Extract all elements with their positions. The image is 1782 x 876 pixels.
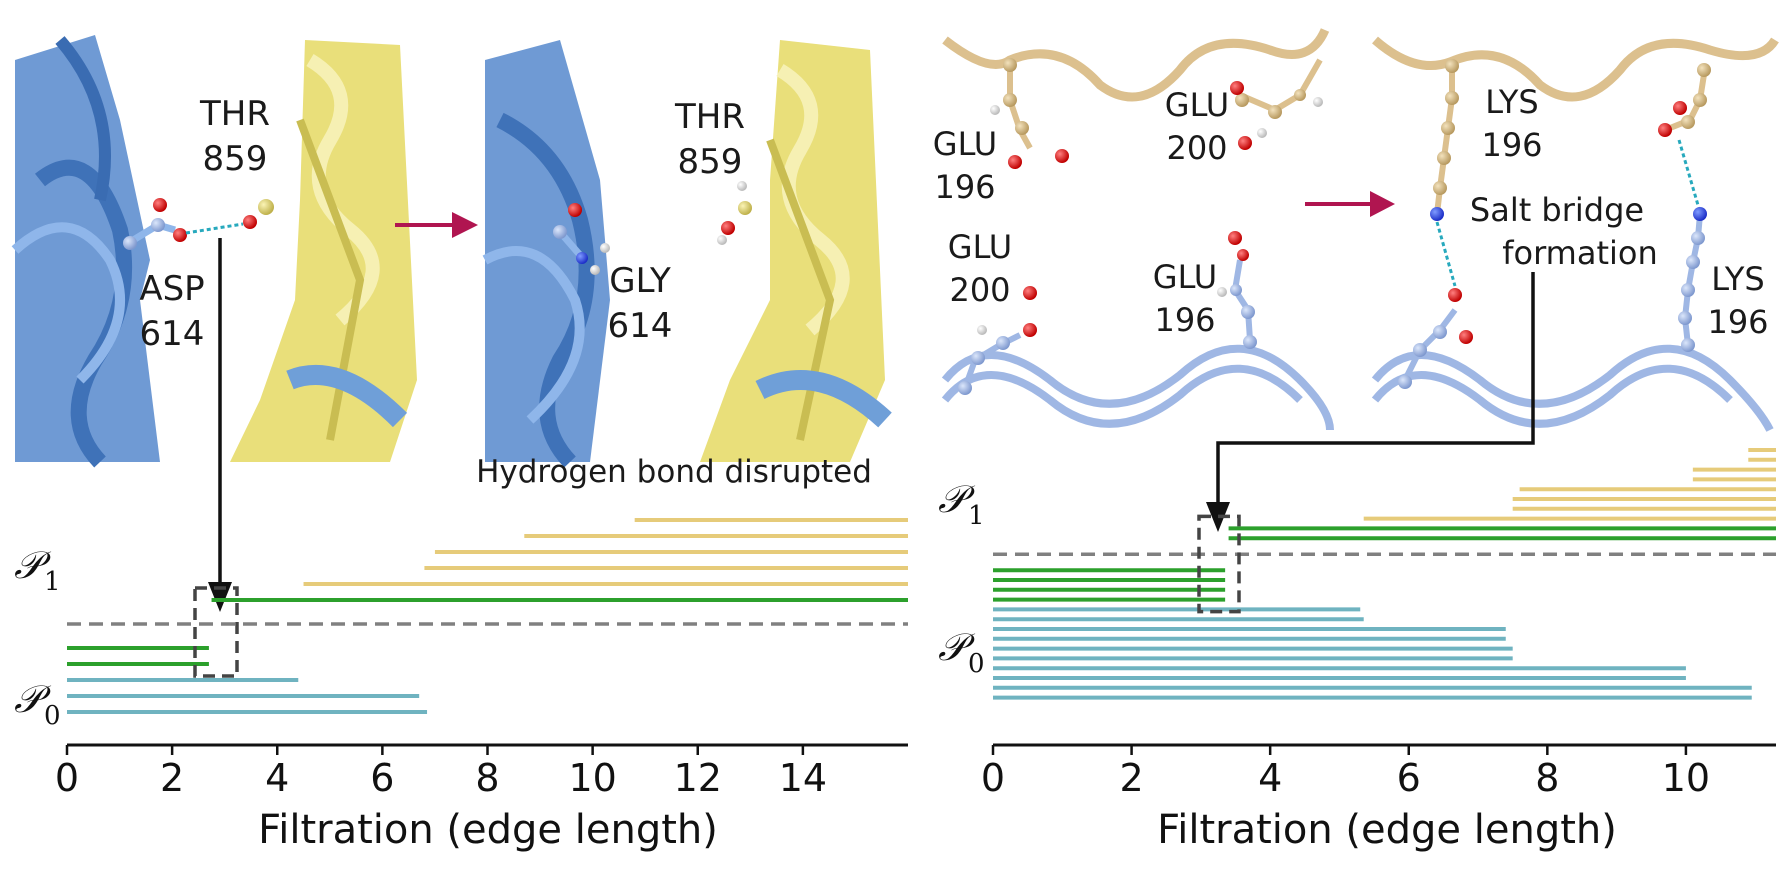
glu200-top-residue (1230, 58, 1323, 150)
right-highlight-box (1197, 514, 1241, 614)
yellow-protein-ribbon-mutant (700, 40, 892, 462)
left-mutant-structure: THR 859 GLY 614 (482, 30, 892, 468)
left-x-tick-label: 10 (568, 756, 616, 800)
lavender-backbone-mutant-1 (1371, 344, 1774, 432)
right-x-tick-label: 0 (981, 756, 1005, 800)
mutation-arrowhead-left (452, 212, 478, 238)
tan-backbone-top (942, 28, 1330, 102)
salt-bridge-top (1677, 139, 1702, 213)
salt-bridge-caption-line1: Salt bridge (1470, 191, 1644, 229)
left-wildtype-structure: THR 859 ASP 614 (11, 30, 417, 468)
glu196-bottom-label-name: GLU (1153, 258, 1217, 296)
left-x-tick-label: 8 (475, 756, 499, 800)
right-x-tick-label: 10 (1662, 756, 1710, 800)
blue-protein-ribbon (11, 35, 160, 468)
right-x-tick-label: 4 (1258, 756, 1282, 800)
lavender-backbone-2 (941, 364, 1303, 428)
left-x-tick-label: 4 (265, 756, 289, 800)
tan-backbone-top-mutant (1372, 36, 1779, 102)
thr-mutant-label-name: THR (674, 97, 745, 137)
salt-bridge-bottom (1435, 221, 1457, 287)
thr-residue (243, 199, 274, 229)
yellow-protein-ribbon (230, 40, 417, 462)
salt-bridge-caption-line2: formation (1502, 234, 1658, 272)
glu200-top-mutant-residue (1658, 63, 1711, 137)
left-x-tick-label: 2 (160, 756, 184, 800)
left-x-axis-label: Filtration (edge length) (258, 807, 718, 853)
lys196-bottom-label-name: LYS (1711, 260, 1764, 298)
glu196-bottom-mutant-residue (1398, 288, 1473, 389)
asp-label-name: ASP (139, 269, 204, 309)
glu200-bottom-label-name: GLU (948, 228, 1012, 266)
asp-residue (123, 198, 187, 250)
glu200-top-label-number: 200 (1166, 129, 1227, 167)
left-x-tick-label: 14 (779, 756, 827, 800)
hydrogen-bond-caption: Hydrogen bond disrupted (476, 454, 872, 490)
lys196-top-label-name: LYS (1485, 83, 1538, 121)
right-x-tick-label: 2 (1119, 756, 1143, 800)
lys196-bottom-label-number: 196 (1707, 303, 1768, 341)
blue-protein-ribbon-mutant (482, 40, 610, 468)
thr-residue-mutant (717, 181, 752, 245)
glu196-top-label-number: 196 (934, 168, 995, 206)
right-x-tick-label: 6 (1397, 756, 1421, 800)
thr-mutant-label-number: 859 (678, 142, 743, 182)
left-highlight-box (193, 586, 239, 678)
glu196-bottom-label-number: 196 (1154, 301, 1215, 339)
gly-residue (553, 203, 610, 275)
lavender-backbone-mutant-2 (1371, 364, 1733, 428)
right-x-axis-label: Filtration (edge length) (1157, 807, 1617, 853)
lys196-top-label-number: 196 (1481, 126, 1542, 164)
left-p1-label-subscript: 1 (44, 567, 61, 597)
right-x-tick-label: 8 (1535, 756, 1559, 800)
left-p0-label-subscript: 0 (44, 701, 61, 731)
thr-label-number: 859 (203, 139, 268, 179)
left-x-tick-label: 0 (55, 756, 79, 800)
thr-label-name: THR (199, 94, 270, 134)
glu196-bottom-residue (1217, 231, 1257, 349)
lys196-top-residue (1430, 59, 1459, 221)
lavender-backbone-1 (941, 344, 1334, 431)
gly-label-number: 614 (608, 306, 673, 346)
lys196-bottom-residue (1678, 207, 1707, 352)
connector-arrow-right (1216, 272, 1535, 512)
gly-label-name: GLY (609, 261, 671, 301)
right-p1-label-subscript: 1 (968, 501, 985, 531)
left-x-tick-label: 6 (370, 756, 394, 800)
glu200-top-label-name: GLU (1165, 86, 1229, 124)
glu196-top-residue (990, 58, 1069, 169)
glu200-bottom-label-number: 200 (949, 271, 1010, 309)
hydrogen-bond (185, 222, 244, 235)
right-mutant-structure: LYS 196 LYS 196 Salt bridge formation (1371, 36, 1779, 432)
right-wildtype-structure: GLU 196 GLU 200 GLU 200 GLU 196 (933, 28, 1334, 431)
glu200-bottom-residue (958, 286, 1037, 395)
right-p0-label-subscript: 0 (968, 649, 985, 679)
glu196-top-label-name: GLU (933, 125, 997, 163)
asp-label-number: 614 (140, 314, 205, 354)
mutation-arrowhead-right (1370, 191, 1395, 217)
left-x-tick-label: 12 (674, 756, 722, 800)
